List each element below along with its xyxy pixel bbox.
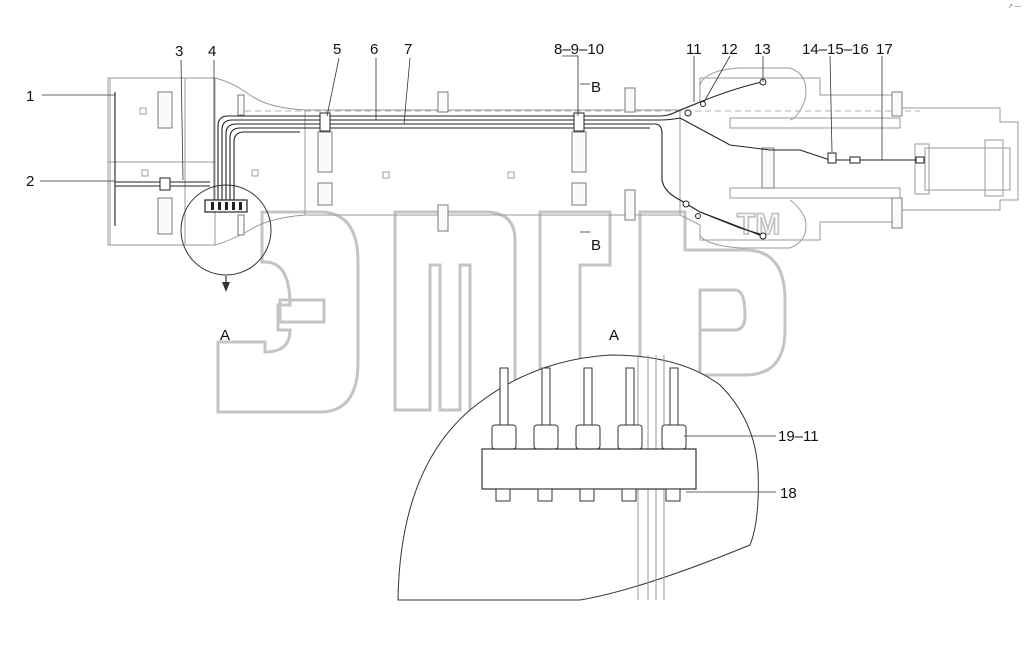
callout-1: 1 [26, 88, 34, 105]
callout-13: 13 [754, 41, 771, 58]
callout-17: 17 [876, 41, 893, 58]
section-mark-b-top: B [591, 79, 601, 96]
corner-mark: ↗ — [1008, 4, 1021, 10]
callout-12: 12 [721, 41, 738, 58]
callout-14-15-16: 14–15–16 [802, 41, 869, 58]
callout-6: 6 [370, 41, 378, 58]
section-mark-a-left: A [220, 327, 230, 344]
callout-7: 7 [404, 41, 412, 58]
callout-4: 4 [208, 43, 216, 60]
callout-18: 18 [780, 485, 797, 502]
callout-3: 3 [175, 43, 183, 60]
detail-view-a [397, 354, 759, 601]
leader-lines [40, 55, 883, 493]
watermark-tm: TM [737, 208, 780, 241]
section-marks: B B A A [220, 79, 619, 344]
cross-members [157, 87, 903, 236]
callout-labels: 1 2 3 4 5 6 7 8–9–10 11 12 13 14–15–16 1… [26, 41, 893, 502]
callout-8-9-10: 8–9–10 [554, 41, 604, 58]
line-fittings [159, 78, 925, 240]
detail-circle-a [180, 184, 272, 276]
callout-19-11: 19–11 [778, 428, 819, 445]
callout-11: 11 [686, 41, 702, 58]
brake-lines [114, 81, 920, 237]
hole-marks [139, 107, 515, 179]
section-mark-a-detail: A [609, 327, 619, 344]
chassis-frame [107, 67, 1019, 249]
callout-2: 2 [26, 173, 34, 190]
section-mark-b-bottom: B [591, 237, 601, 254]
distributor-block-small [204, 199, 248, 213]
callout-5: 5 [333, 41, 341, 58]
